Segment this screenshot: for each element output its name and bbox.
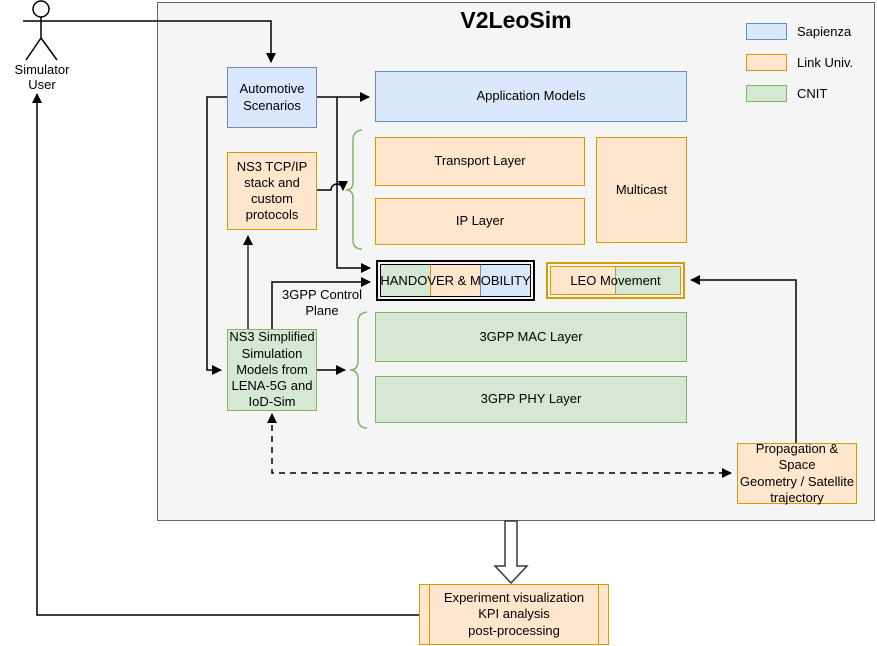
experiment-side-bar-right <box>598 585 599 644</box>
arrow-user-to-automotive <box>60 20 276 63</box>
block-experiment-visualization: Experiment visualization KPI analysis po… <box>419 584 609 645</box>
block-ip-layer: IP Layer <box>375 198 585 245</box>
block-propagation-space-geometry: Propagation & Space Geometry / Satellite… <box>737 441 857 505</box>
legend-item-cnit: CNIT <box>746 85 827 102</box>
arrow-experiment-to-user <box>32 93 419 616</box>
block-application-models: Application Models <box>375 71 687 122</box>
simulator-user-actor-icon <box>23 0 60 61</box>
brace-mac-phy-group <box>349 311 368 429</box>
block-leo-movement: LEO Movement <box>546 262 685 299</box>
block-transport-layer: Transport Layer <box>375 137 585 186</box>
arrow-propagation-to-leo <box>690 275 797 443</box>
brace-transport-ip-group <box>345 129 363 250</box>
handover-mobility-label: HANDOVER & MOBILITY <box>380 273 531 288</box>
block-ns3-simplified-models: NS3 Simplified Simulation Models from LE… <box>227 329 317 411</box>
legend-swatch-link-univ <box>746 54 787 71</box>
block-3gpp-mac-layer: 3GPP MAC Layer <box>375 312 687 362</box>
arrow-tcpip-to-stack-brace <box>317 180 348 191</box>
experiment-label: Experiment visualization KPI analysis po… <box>443 590 585 638</box>
block-3gpp-phy-layer: 3GPP PHY Layer <box>375 376 687 423</box>
legend-label-cnit: CNIT <box>797 86 828 101</box>
block-multicast: Multicast <box>596 137 687 243</box>
simulator-user-label: Simulator User <box>14 62 70 92</box>
diagram-title: V2LeoSim <box>460 7 572 33</box>
legend-swatch-cnit <box>746 85 787 102</box>
legend-swatch-sapienza <box>746 23 787 40</box>
arrow-controlplane-to-handover <box>271 277 371 329</box>
handover-inner-frame <box>380 264 531 297</box>
experiment-side-bar-left <box>429 585 430 644</box>
block-automotive-scenarios: Automotive Scenarios <box>227 67 317 128</box>
arrow-automotive-to-ns3simplified <box>206 96 227 375</box>
legend-item-link-univ: Link Univ. <box>746 54 853 71</box>
handover-cell-cnit <box>381 265 430 296</box>
arrow-branch-to-handover <box>336 97 371 273</box>
legend-label-sapienza: Sapienza <box>797 24 852 39</box>
leo-movement-label: LEO Movement <box>570 273 661 288</box>
handover-cell-link <box>430 265 480 296</box>
leo-cell-link <box>551 267 615 294</box>
handover-cell-sapienza <box>480 265 530 296</box>
block-ns3-tcpip-stack: NS3 TCP/IP stack and custom protocols <box>227 152 317 230</box>
legend-label-link-univ: Link Univ. <box>797 55 854 70</box>
leo-inner-frame <box>550 266 681 295</box>
leo-cell-cnit <box>615 267 680 294</box>
block-handover-mobility: HANDOVER & MOBILITY <box>376 260 535 301</box>
dashed-arrow-ns3simplified-propagation <box>267 413 732 478</box>
block-arrow-container-to-experiment <box>493 520 529 585</box>
legend-item-sapienza: Sapienza <box>746 23 851 40</box>
label-3gpp-control-plane: 3GPP Control Plane <box>282 287 362 319</box>
